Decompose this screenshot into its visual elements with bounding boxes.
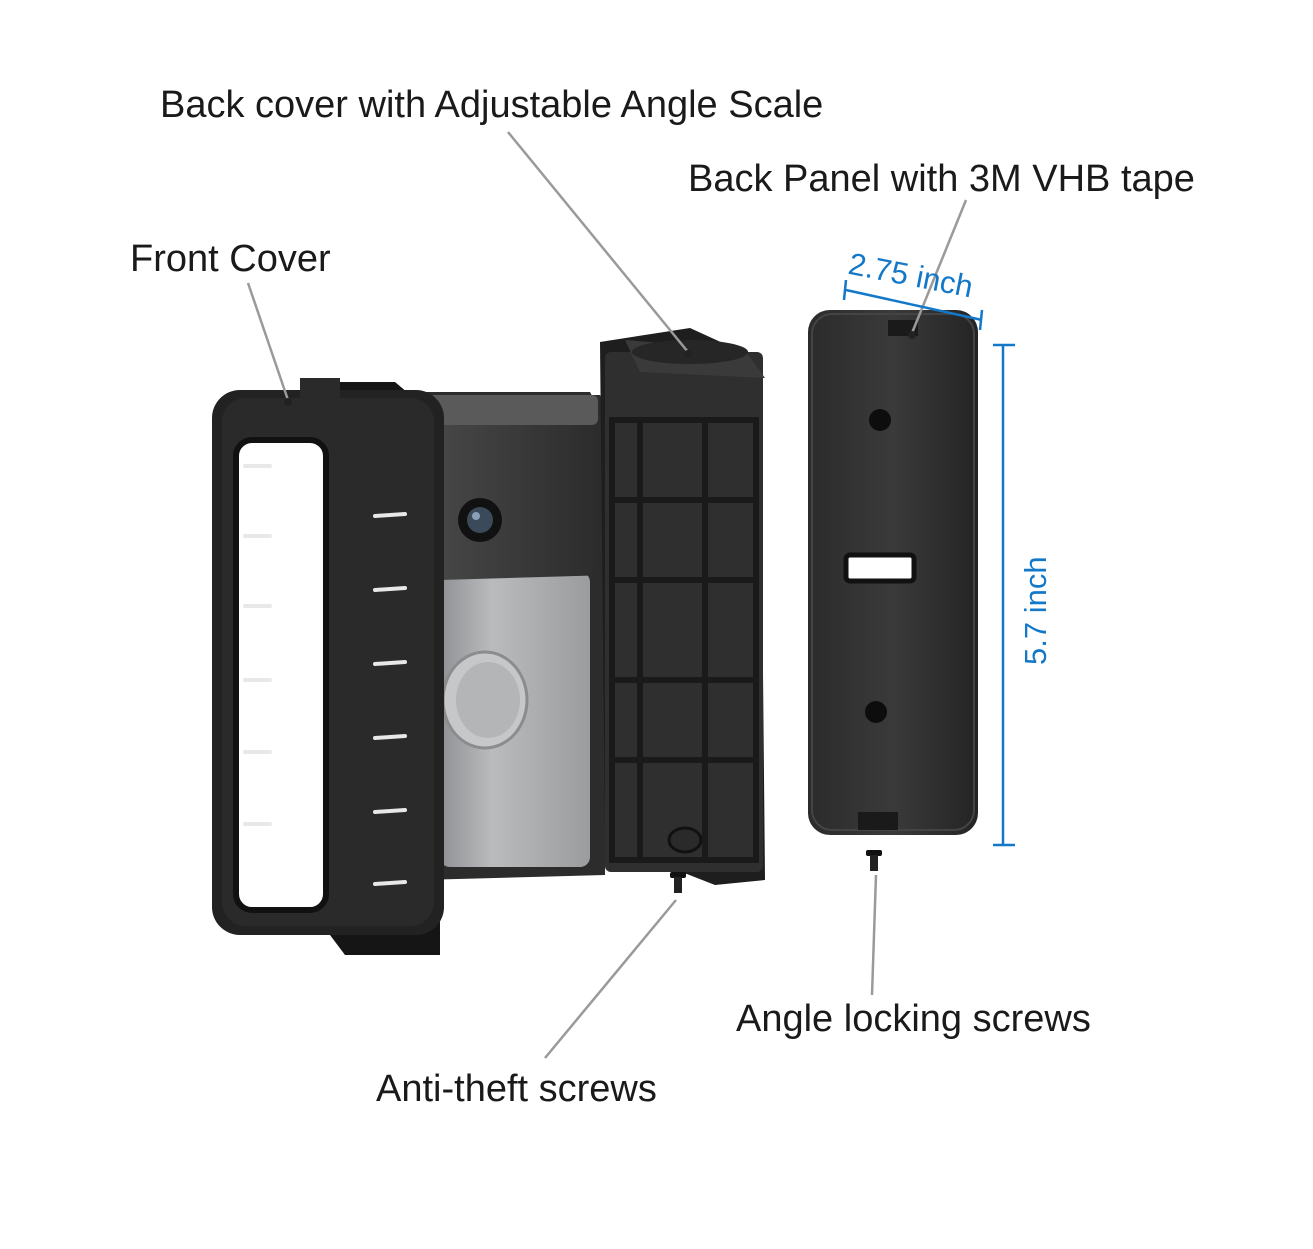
front-cover-vents <box>243 464 407 886</box>
leader-back-panel <box>910 199 968 334</box>
leader-anti-theft <box>544 899 677 1059</box>
leader-front-cover <box>246 282 290 401</box>
leader-angle-locking <box>870 874 878 996</box>
anti-theft-screws-label: Anti-theft screws <box>376 1068 657 1110</box>
height-dimension-label: 5.7 inch <box>1018 556 1053 665</box>
back-panel-part <box>808 310 978 835</box>
front-cover-label: Front Cover <box>130 238 331 280</box>
back-cover-part <box>600 328 765 885</box>
leader-lines <box>246 131 968 1059</box>
doorbell-device <box>420 392 610 880</box>
dimension-lines <box>842 279 1015 847</box>
back-panel-label: Back Panel with 3M VHB tape <box>688 158 1195 200</box>
leader-back-cover <box>507 131 689 353</box>
back-cover-ribs <box>609 417 759 863</box>
angle-locking-screw <box>866 850 882 871</box>
front-cover-part <box>212 378 444 955</box>
anti-theft-screw <box>670 872 686 893</box>
angle-locking-screws-label: Angle locking screws <box>736 998 1091 1040</box>
width-dimension-line <box>845 288 983 322</box>
back-cover-label: Back cover with Adjustable Angle Scale <box>160 84 824 126</box>
